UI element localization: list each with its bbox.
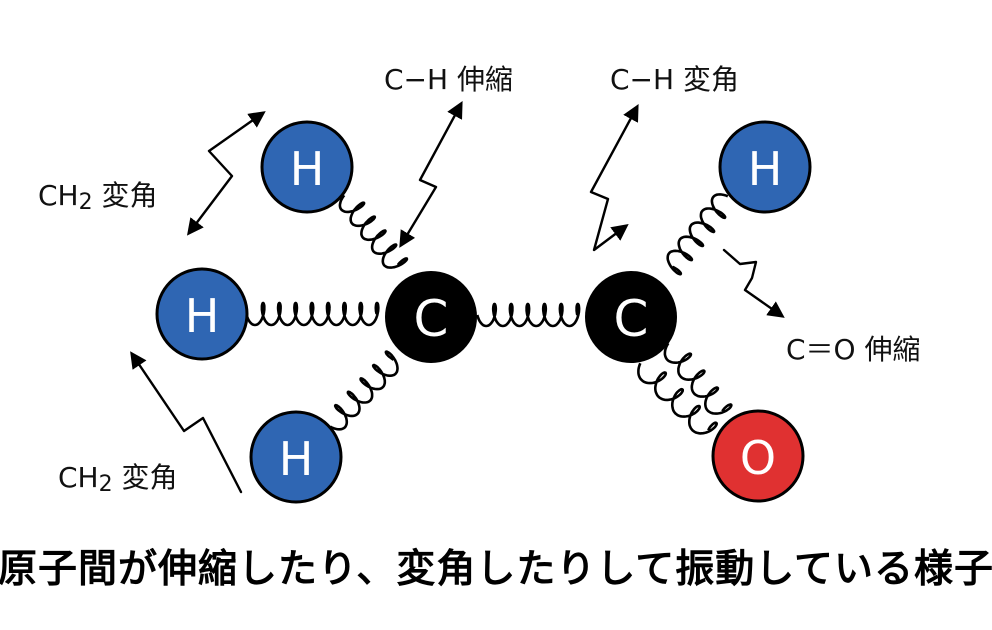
- hydrogen-atom-bottom-left: H: [249, 410, 343, 504]
- carbon-symbol: C: [414, 290, 449, 348]
- spring-ch-top-left: [338, 194, 409, 269]
- ch2-bend-lower-label: CH2 変角: [58, 461, 178, 497]
- ch-bend-arrow: [589, 104, 639, 252]
- ch2-bend-lower-arrow: [130, 351, 243, 494]
- carbon-symbol: C: [614, 290, 649, 348]
- bond-springs: [245, 193, 733, 435]
- hydrogen-symbol: H: [290, 142, 325, 196]
- spring-ch-bottom-left: [329, 350, 399, 431]
- co-stretch-label: C＝O 伸縮: [786, 333, 921, 366]
- carbon-atom-right: C: [585, 271, 677, 363]
- ch2-bend-upper-label: CH2 変角: [38, 179, 158, 215]
- hydrogen-atom-top-right: H: [718, 120, 812, 214]
- spring-co-upper: [663, 342, 733, 415]
- co-stretch-arrow: [722, 248, 785, 318]
- hydrogen-atom-mid-left: H: [155, 267, 249, 361]
- spring-ch-top-right: [666, 193, 729, 276]
- carbon-atom-left: C: [385, 271, 477, 363]
- spring-cc: [476, 302, 581, 328]
- spring-ch-mid-left: [245, 301, 380, 327]
- atoms: H H H H O C C: [155, 120, 812, 504]
- hydrogen-symbol: H: [185, 289, 220, 343]
- ch2-bend-upper-arrow: [186, 111, 266, 236]
- ch-stretch-label: C−H 伸縮: [384, 63, 513, 96]
- hydrogen-atom-top-left: H: [260, 120, 354, 214]
- oxygen-symbol: O: [740, 431, 776, 485]
- diagram-caption: 原子間が伸縮したり、変角したりして振動している様子: [0, 547, 992, 592]
- ch-stretch-arrow: [399, 101, 463, 248]
- hydrogen-symbol: H: [748, 142, 783, 196]
- ch-bend-label: C−H 変角: [610, 63, 739, 96]
- vibration-labels: C−H 伸縮 C−H 変角 CH2 変角 CH2 変角 C＝O 伸縮: [38, 63, 921, 497]
- vibration-arrows: [130, 101, 785, 494]
- oxygen-atom: O: [711, 409, 805, 503]
- hydrogen-symbol: H: [279, 432, 314, 486]
- spring-co-lower: [637, 362, 719, 435]
